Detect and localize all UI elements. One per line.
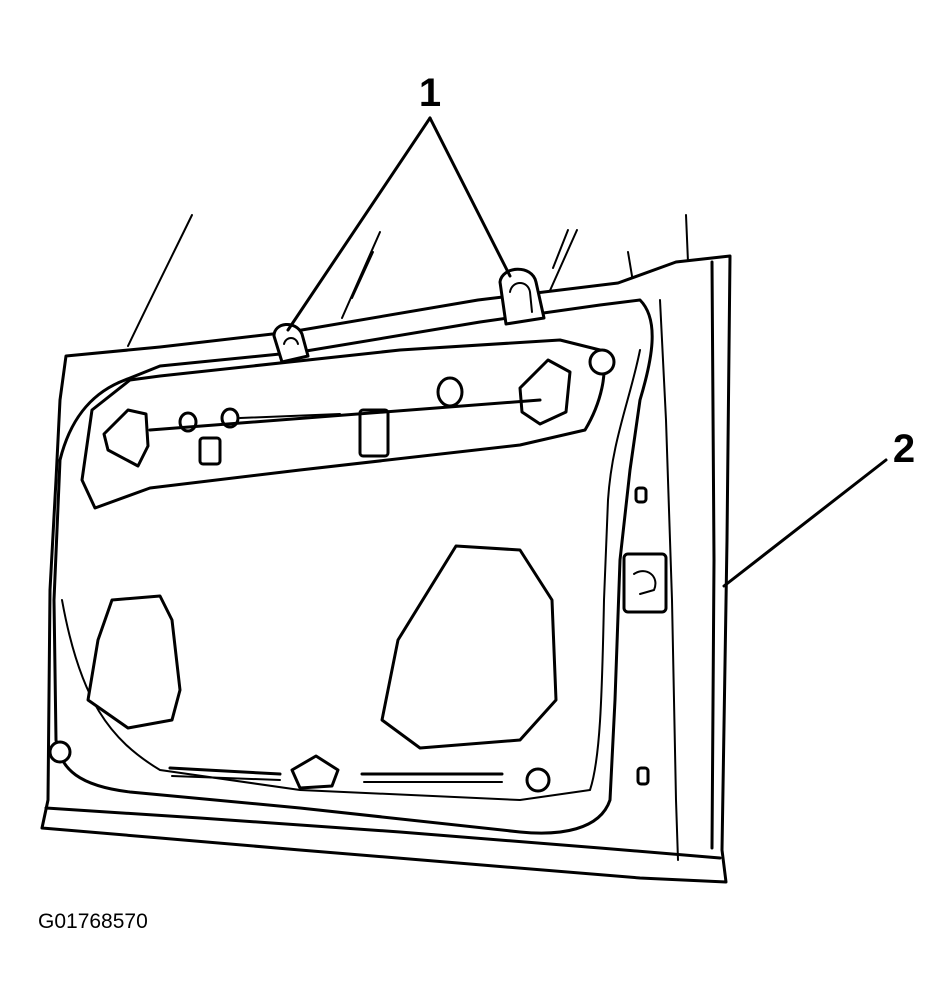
regulator-attachment-right: [498, 267, 546, 326]
callout-1-label: 1: [419, 71, 441, 115]
access-hole-left: [86, 594, 182, 730]
regulator-attachment-left: [272, 323, 310, 364]
callout-2-leader: [722, 458, 888, 588]
bottom-fasteners: [48, 740, 551, 793]
door-inner-panel: [52, 298, 654, 835]
figure-id: G01768570: [38, 910, 148, 933]
window-glass: [341, 229, 578, 319]
callout-1-leaders: [286, 116, 512, 332]
access-hole-right: [380, 544, 558, 750]
callout-2-label: 2: [893, 427, 915, 471]
rail-fasteners: [102, 348, 616, 468]
door-latch: [622, 486, 668, 786]
